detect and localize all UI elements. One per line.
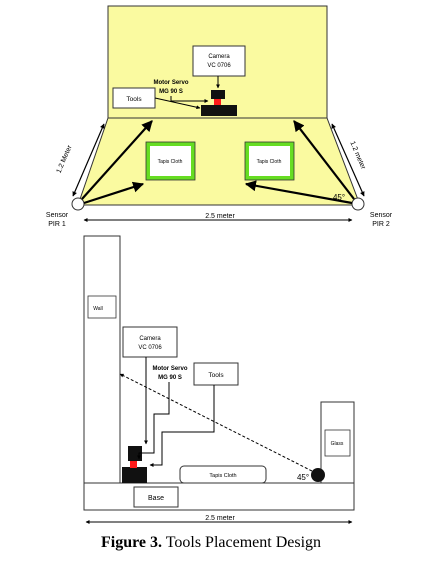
top-tools-pointer <box>154 97 201 110</box>
top-sensor-right-label-2: PIR 2 <box>372 221 390 228</box>
side-camera-box <box>122 326 178 358</box>
top-width-label: 2.5 meter <box>205 213 235 220</box>
top-camera-label-2: VC 0706 <box>207 63 231 69</box>
side-tools-box <box>193 362 239 386</box>
side-tools-pointer <box>149 385 215 467</box>
side-wall-label: Wall <box>93 306 103 312</box>
top-arrow-right-left <box>244 180 353 205</box>
side-glass-box <box>324 429 351 457</box>
figure-caption-text: Tools Placement Design <box>165 534 322 551</box>
top-cloth-right-label: Tapis Cloth <box>257 159 282 165</box>
side-cloth-label: Tapis Cloth <box>209 473 236 479</box>
top-cloth-left-label: Tapis Cloth <box>158 159 183 165</box>
side-servo-label-1: Motor Servo <box>152 366 187 372</box>
top-angle-label: 45° <box>333 193 345 202</box>
side-base-platform <box>83 482 355 511</box>
top-servo-label-1: Motor Servo <box>153 80 188 86</box>
side-angle-label: 45° <box>297 473 309 482</box>
side-camera-label-2: VC 0706 <box>138 345 162 351</box>
side-servo-red <box>130 461 137 468</box>
top-height-left-label: 1.2 Meter <box>56 144 74 175</box>
top-camera-box <box>192 45 246 77</box>
side-sensor-dashed-line <box>119 373 313 472</box>
top-cloth-left-inner <box>150 146 191 176</box>
top-sensor-left <box>71 197 85 211</box>
side-base-box <box>133 486 179 508</box>
top-sensor-right-label-1: Sensor <box>370 212 393 219</box>
top-servo-pointer <box>170 96 209 103</box>
top-sensor-right <box>351 197 365 211</box>
top-arrow-left-right <box>83 181 145 205</box>
top-sensor-left-label-2: PIR 1 <box>48 221 66 228</box>
side-view-diagram: Base Wall Glass Tapis Cloth Camera VC 07… <box>83 235 355 524</box>
top-cloth-right-inner <box>249 146 290 176</box>
top-device-base <box>201 105 237 116</box>
top-height-right-arrow <box>331 123 365 197</box>
side-cloth-box <box>179 465 267 484</box>
top-height-left-arrow <box>72 123 105 197</box>
figure-caption: Figure 3. Tools Placement Design <box>0 534 422 552</box>
top-sensor-left-label-1: Sensor <box>46 212 69 219</box>
side-sensor <box>311 468 325 482</box>
top-camera-module <box>211 90 225 99</box>
top-view-diagram: Camera VC 0706 Motor Servo MG 90 S Tools… <box>46 5 393 228</box>
top-tools-label: Tools <box>126 96 142 103</box>
side-servo-pointer <box>137 382 170 460</box>
side-wall <box>83 235 121 484</box>
top-servo-label-2: MG 90 S <box>159 89 183 95</box>
side-wall-label-box <box>87 295 117 319</box>
top-camera-label-1: Camera <box>208 54 230 60</box>
side-device-base <box>122 467 147 483</box>
side-glass-label: Glass <box>331 441 344 447</box>
side-camera-label-1: Camera <box>139 336 161 342</box>
side-servo-label-2: MG 90 S <box>158 375 182 381</box>
top-servo-red <box>214 99 221 105</box>
side-tools-label: Tools <box>208 372 224 379</box>
side-base-label: Base <box>148 495 164 502</box>
figure-caption-label: Figure 3. <box>100 534 162 551</box>
side-width-label: 2.5 meter <box>205 515 235 522</box>
